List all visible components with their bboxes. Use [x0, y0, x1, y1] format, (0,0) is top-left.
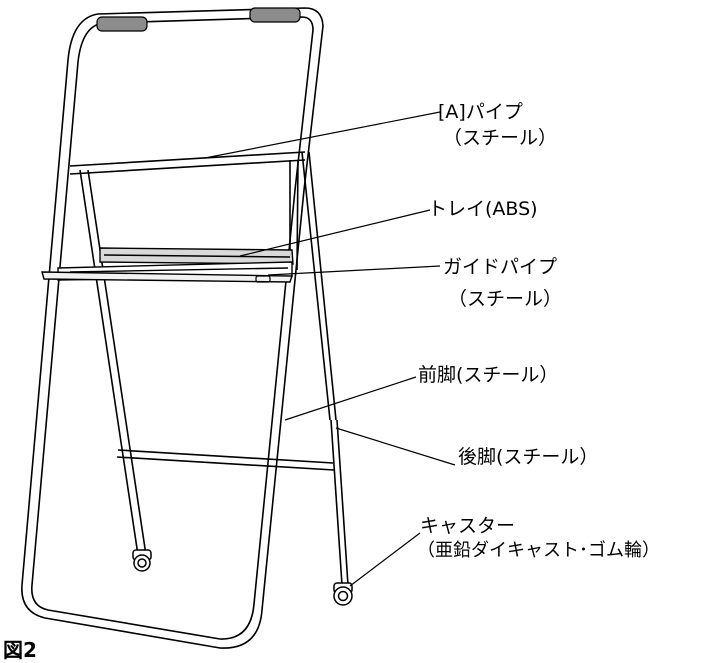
label-caster: キャスター — [420, 515, 516, 537]
tray — [41, 247, 294, 283]
label-pipe-a-material: （スチール） — [443, 127, 558, 149]
front-frame — [21, 7, 324, 649]
label-rear-leg: 後脚(スチール） — [458, 446, 599, 468]
leader-caster — [349, 532, 421, 587]
grip-left — [96, 16, 148, 32]
caster-left — [132, 549, 152, 572]
front-leg — [79, 159, 299, 556]
rear-leg — [301, 151, 349, 586]
label-front-leg: 前脚(スチール） — [418, 364, 559, 386]
label-guide-pipe-material: （スチール） — [448, 288, 563, 310]
leader-rear-leg — [335, 427, 456, 466]
lower-cross-pipe — [116, 449, 335, 471]
label-tray: トレイ(ABS) — [428, 198, 538, 220]
figure-caption: 図2 — [3, 638, 37, 662]
label-pipe-a: [A]パイプ — [438, 101, 523, 123]
grip-right — [249, 7, 301, 23]
leader-pipe-a — [204, 111, 441, 159]
leader-tray — [239, 209, 431, 257]
leader-lines — [204, 111, 456, 587]
caster-right — [333, 582, 353, 606]
guide-pipe — [255, 275, 271, 283]
label-caster-material: （亜鉛ダイキャスト･ゴム輪） — [417, 540, 660, 561]
leader-guide-pipe — [267, 265, 441, 276]
top-grips — [96, 7, 301, 32]
leader-front-leg — [284, 376, 417, 421]
pipe-a — [69, 151, 306, 175]
label-guide-pipe: ガイドパイプ — [443, 256, 558, 278]
